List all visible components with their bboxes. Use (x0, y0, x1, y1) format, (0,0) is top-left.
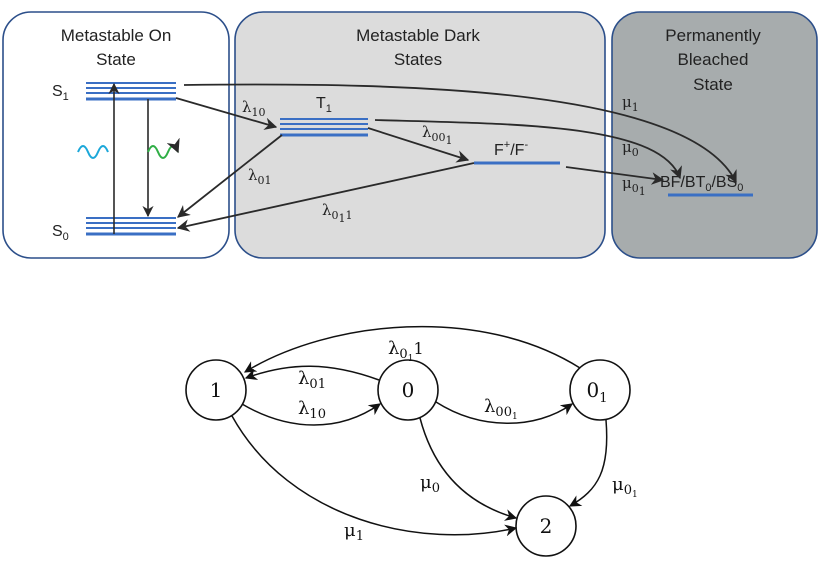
top-diagram: Metastable On State Metastable Dark Stat… (2, 11, 818, 259)
wave-cyan-icon (77, 145, 109, 159)
edge-label-l011: λ011 (388, 338, 424, 364)
edge-label-l10: λ10 (298, 398, 326, 422)
node-2-label: 2 (540, 514, 553, 538)
arrow-f-to-bleached (565, 166, 665, 185)
arrow-s1-to-bleached (183, 83, 737, 184)
arrow-f-to-s0 (176, 162, 475, 232)
rate-label-l01: λ01 (248, 166, 272, 187)
node-01 (569, 359, 631, 421)
bleached-title-line1: Permanently (665, 26, 761, 45)
node-1 (185, 359, 247, 421)
rate-label-mu1: μ1 (622, 93, 639, 114)
label-s1: S1 (52, 83, 69, 103)
arrow-t1-to-f (367, 127, 470, 163)
edge-0-to-01 (435, 401, 573, 424)
rate-label-l10: λ10 (242, 98, 266, 119)
label-s0: S0 (52, 223, 69, 243)
edge-label-mu0: μ0 (420, 472, 440, 496)
label-f-ion: F+/F- (494, 139, 528, 159)
edge-label-mu1: μ1 (344, 520, 364, 544)
box-permanently-bleached (611, 11, 818, 259)
bottom-diagram: 1 0 01 2 λ011 λ01 λ10 λ001 μ0 μ01 μ1 (185, 325, 638, 557)
edge-label-mu01: μ01 (612, 474, 638, 500)
wave-green-icon (147, 137, 180, 159)
edge-01-to-1 (243, 325, 581, 373)
node-0-label: 0 (402, 378, 415, 402)
arrow-t1-to-s0 (177, 134, 283, 218)
node-0 (377, 359, 439, 421)
rate-label-mu0: μ0 (622, 138, 639, 159)
node-01-label: 01 (586, 378, 607, 406)
edge-0-to-2 (419, 417, 518, 521)
rate-label-l001: λ001 (422, 123, 453, 147)
edge-0-to-1 (244, 365, 380, 381)
bleached-title-line3: State (693, 75, 733, 94)
rate-label-l011: λ011 (322, 201, 353, 225)
node-1-label: 1 (210, 378, 223, 402)
edge-1-to-2 (231, 415, 518, 537)
on-title-line2: State (96, 50, 136, 69)
label-t1: T1 (316, 95, 332, 115)
dark-title-line2: States (394, 50, 442, 69)
arrow-s1-to-t1 (175, 97, 278, 130)
edge-01-to-2 (568, 419, 608, 507)
level-s0 (86, 217, 176, 236)
edge-label-l01: λ01 (298, 368, 326, 392)
bleached-title-line2: Bleached (678, 50, 749, 69)
arrow-t1-to-bleached (374, 119, 682, 180)
level-t1 (280, 118, 368, 137)
edge-label-l001: λ001 (484, 396, 518, 422)
box-metastable-on (2, 11, 230, 259)
edge-1-to-0 (241, 403, 381, 426)
dark-title-line1: Metastable Dark (356, 26, 480, 45)
level-s1 (86, 82, 176, 101)
rate-label-mu01: μ01 (622, 174, 646, 198)
on-title-line1: Metastable On (61, 26, 172, 45)
